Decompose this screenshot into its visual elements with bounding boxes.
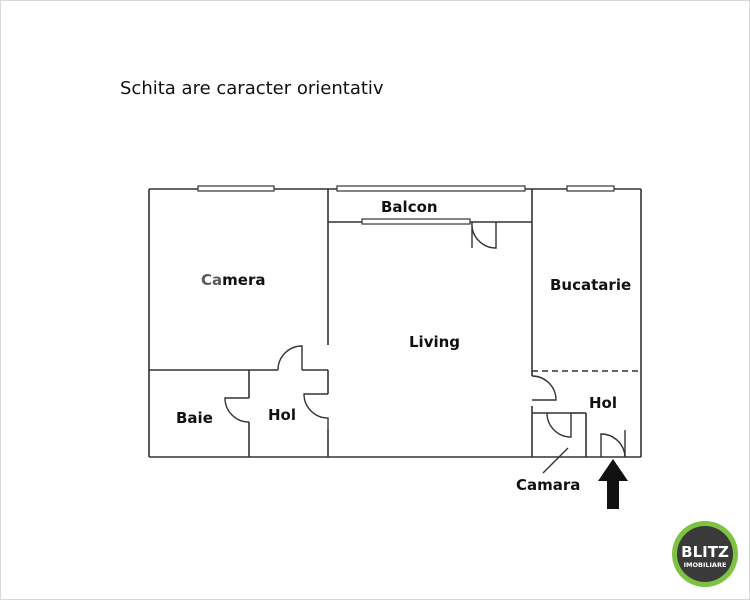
logo-disc [677, 526, 733, 582]
windows [197, 185, 615, 225]
door-living-hol [531, 375, 557, 401]
label-baie: Baie [176, 409, 213, 427]
label-camera: Camera [201, 271, 265, 289]
disclaimer-note: Schita are caracter orientativ [120, 78, 384, 99]
door-entrance [600, 433, 626, 458]
blitz-logo: BLITZ IMOBILIARE [672, 521, 738, 587]
window-balcon [336, 185, 526, 192]
window-living [361, 218, 471, 225]
label-hol-left: Hol [268, 406, 296, 424]
label-camara: Camara [516, 476, 580, 494]
logo-text-main: BLITZ [681, 543, 729, 561]
camara-leader-line [542, 447, 569, 474]
window-camera [197, 185, 275, 192]
entrance-arrow-icon [598, 459, 628, 509]
door-camara [546, 412, 572, 438]
door-camera [277, 345, 303, 371]
label-hol-right: Hol [589, 394, 617, 412]
door-hol-living [303, 393, 329, 430]
doors [224, 221, 626, 458]
label-balcon: Balcon [381, 198, 438, 216]
label-living: Living [409, 333, 460, 351]
label-bucatarie: Bucatarie [550, 276, 631, 294]
window-bucatarie [566, 185, 615, 192]
walls [148, 188, 642, 458]
logo-text-sub: IMOBILIARE [684, 561, 727, 569]
door-balcon [471, 221, 497, 249]
door-baie [224, 397, 250, 423]
